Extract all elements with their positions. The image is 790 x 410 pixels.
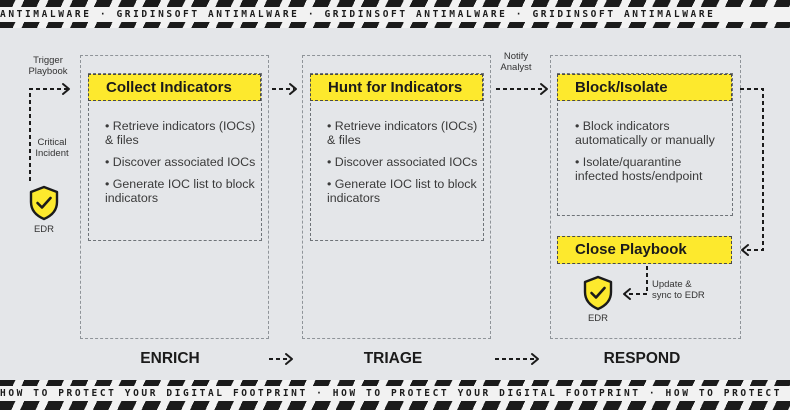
bottom-banner: HOW TO PROTECT YOUR DIGITAL FOOTPRINT · … <box>0 386 790 401</box>
critical-incident-label: Critical Incident <box>22 137 82 159</box>
diagram-canvas: Collect Indicators • Retrieve indicators… <box>0 28 790 380</box>
block-isolate-title: Block/Isolate <box>557 74 732 101</box>
collect-indicators-card <box>88 73 262 241</box>
top-banner-text: ANTIMALWARE · GRIDINSOFT ANTIMALWARE · G… <box>0 9 716 20</box>
trigger-playbook-label: Trigger Playbook <box>14 55 82 77</box>
block-isolate-card <box>557 73 733 216</box>
close-to-edr-arrow <box>625 266 648 295</box>
phase-label-respond: RESPOND <box>603 350 681 367</box>
list-item: • Generate IOC list to block indicators <box>327 177 477 205</box>
arrowhead <box>623 288 631 300</box>
trigger-label-line: Playbook <box>28 66 68 77</box>
notify-label-line: Notify <box>503 51 529 62</box>
hunt-indicators-list: • Retrieve indicators (IOCs) & files • D… <box>327 119 479 213</box>
hunt-indicators-title: Hunt for Indicators <box>310 74 483 101</box>
flow-arrows <box>29 83 764 365</box>
collect-indicators-list: • Retrieve indicators (IOCs) & files • D… <box>105 119 257 213</box>
arrowhead <box>289 83 297 95</box>
arrowhead <box>540 83 548 95</box>
top-hazard-stripe-lower <box>0 22 790 28</box>
enrich-phase-box <box>80 55 269 339</box>
respond-phase-box <box>550 55 741 339</box>
notify-label-line: Analyst <box>500 62 532 73</box>
bottom-hazard-stripe <box>0 401 790 410</box>
list-item: • Generate IOC list to block indicators <box>105 177 255 205</box>
arrowhead <box>285 353 293 365</box>
edr-label-left: EDR <box>33 224 55 235</box>
list-item: • Retrieve indicators (IOCs) & files <box>105 119 256 147</box>
trigger-label-line: Trigger <box>33 55 63 66</box>
top-hazard-stripe <box>0 0 790 7</box>
critical-label-line: Incident <box>35 148 69 159</box>
block-isolate-list: • Block indicators automatically or manu… <box>575 119 725 191</box>
edr-label-right: EDR <box>587 313 609 324</box>
list-item: • Block indicators automatically or manu… <box>575 119 715 147</box>
close-playbook-label: Close Playbook <box>557 236 732 264</box>
shield-check-icon <box>583 275 613 311</box>
shield-check-icon <box>29 185 59 221</box>
trigger-arrow <box>29 88 68 181</box>
phase-label-triage: TRIAGE <box>363 350 423 367</box>
arrowhead <box>531 353 539 365</box>
hunt-indicators-card <box>310 73 484 241</box>
bottom-hazard-stripe-upper <box>0 380 790 386</box>
update-sync-label: Update & sync to EDR <box>652 279 722 301</box>
block-to-close-arrow <box>740 88 764 251</box>
list-item: • Discover associated IOCs <box>105 155 256 169</box>
notify-analyst-label: Notify Analyst <box>494 51 538 73</box>
triage-phase-box <box>302 55 491 339</box>
list-item: • Retrieve indicators (IOCs) & files <box>327 119 478 147</box>
bottom-banner-text: HOW TO PROTECT YOUR DIGITAL FOOTPRINT · … <box>0 388 790 399</box>
arrowhead <box>741 244 749 256</box>
critical-label-line: Critical <box>37 137 67 148</box>
list-item: • Isolate/quarantine infected hosts/endp… <box>575 155 703 183</box>
list-item: • Discover associated IOCs <box>327 155 478 169</box>
top-banner: ANTIMALWARE · GRIDINSOFT ANTIMALWARE · G… <box>0 7 790 22</box>
phase-label-enrich: ENRICH <box>140 350 200 367</box>
update-label-line: sync to EDR <box>652 290 705 301</box>
arrowhead <box>62 83 70 95</box>
update-label-line: Update & <box>652 279 692 290</box>
collect-indicators-title: Collect Indicators <box>88 74 261 101</box>
